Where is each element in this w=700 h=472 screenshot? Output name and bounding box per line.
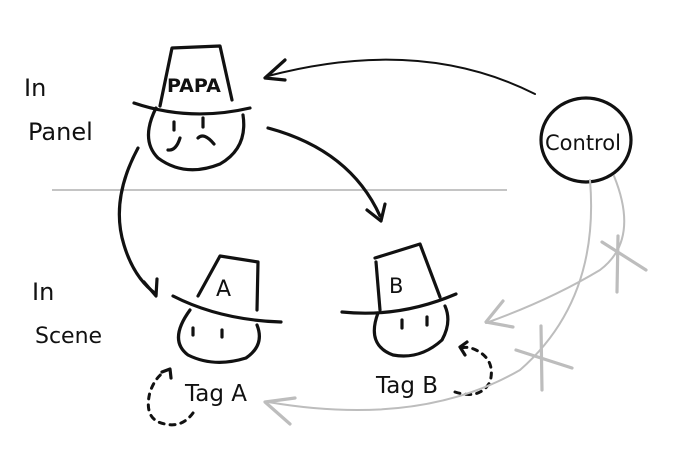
b-face [372,304,450,358]
arrow-control-to-papa [267,58,536,95]
a-hat-label: A [216,277,231,302]
b-tag-self-loop [453,345,493,396]
b-hat-crown-left [374,260,382,312]
arrow-control-to-tag-a [267,179,593,412]
label-in-scene-1: In [32,278,54,306]
a-hat-crown [196,254,260,312]
a-character: A Tag A [146,254,283,427]
b-eyes [400,315,429,330]
a-face [176,308,261,364]
papa-hat-crown [158,44,234,108]
b-hat-crown [373,242,442,299]
a-eyes [191,326,224,339]
arrow-papa-to-a [117,146,158,296]
b-hat-label: B [389,274,403,298]
blocked-x-mark-2 [514,324,574,392]
papa-eyes [172,116,205,132]
arrow-control-to-tag-a-head [263,396,297,426]
label-in-panel-2: Panel [28,118,93,146]
control-circle[interactable] [539,96,633,184]
label-in-panel-1: In [24,74,46,102]
control-label[interactable]: Control [545,131,621,155]
blocked-x-mark-1 [600,234,648,294]
arrow-papa-to-b [266,126,382,218]
arrow-control-to-b-head [484,299,515,329]
a-tag-self-loop [146,370,195,427]
papa-hat-label: PAPA [167,75,221,97]
papa-hat-brim [132,101,252,116]
papa-face [146,106,246,172]
b-hat-brim [340,292,458,315]
a-tag-label[interactable]: Tag A [184,381,247,407]
label-in-scene-2: Scene [35,324,102,349]
arrow-control-to-b [485,175,626,324]
b-tag-label[interactable]: Tag B [375,373,438,399]
arrow-control-to-papa-head [263,58,287,82]
a-tag-self-loop-head [160,367,173,380]
arrow-papa-to-b-head [365,202,387,223]
b-character: B Tag B [340,242,493,399]
a-hat-brim [171,294,283,324]
control-node[interactable]: Control [539,96,633,184]
b-tag-self-loop-head [458,340,469,357]
arrow-papa-to-a-head [142,277,159,298]
papa-character: PAPA [132,44,252,172]
papa-mustache [166,134,216,152]
